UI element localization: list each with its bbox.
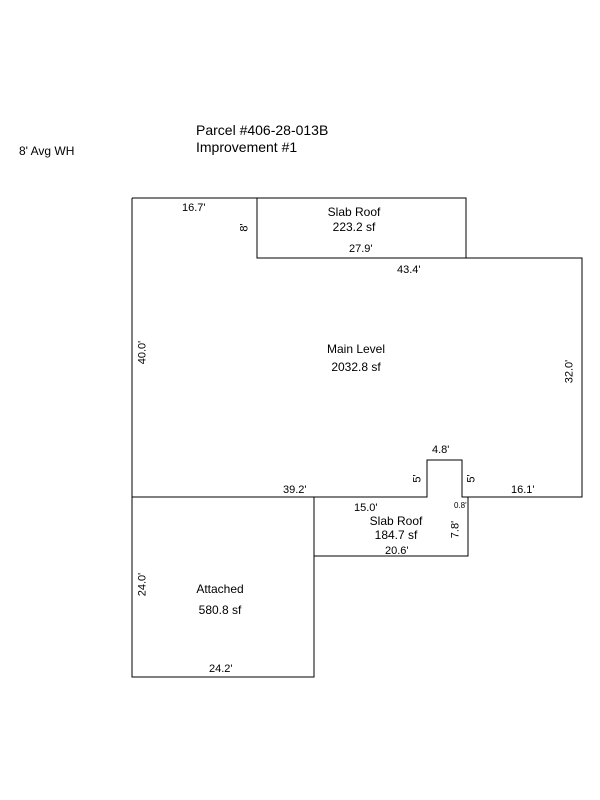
main-level-area: 2032.8 sf	[331, 360, 381, 374]
dim-top-left: 16.7'	[182, 202, 206, 214]
main-level-outline	[131, 197, 583, 498]
dim-main-top-right: 43.4'	[397, 264, 421, 276]
attached-outline	[131, 497, 315, 678]
dim-main-bottom-right: 16.1'	[511, 484, 535, 496]
improvement-title: Improvement #1	[196, 139, 298, 155]
dim-main-left: 40.0'	[136, 340, 149, 365]
attached-area: 580.8 sf	[198, 603, 242, 617]
dim-main-bottom-left: 39.2'	[283, 484, 307, 496]
slab-roof-top-area: 223.2 sf	[332, 220, 376, 234]
dim-slab-top-side: 8'	[238, 223, 251, 232]
dim-attached-bottom: 24.2'	[209, 663, 233, 675]
slab-roof-bottom-name: Slab Roof	[369, 514, 423, 528]
dim-notch-right: 5'	[465, 474, 478, 483]
dim-slab-bottom-bottom: 20.6'	[385, 545, 409, 557]
slab-roof-bottom-area: 184.7 sf	[374, 528, 418, 542]
slab-roof-top-outline	[257, 197, 467, 258]
dim-attached-left: 24.0'	[136, 572, 149, 597]
dim-main-right: 32.0'	[563, 359, 576, 384]
dim-slab-bottom-small: 0.8'	[454, 501, 467, 510]
wall-height-note: 8' Avg WH	[19, 144, 75, 158]
dim-slab-bottom-top: 15.0'	[354, 502, 378, 514]
dim-slab-bottom-side: 7.8'	[449, 520, 462, 539]
slab-roof-top-name: Slab Roof	[327, 205, 381, 219]
dim-notch-top: 4.8'	[432, 444, 450, 456]
dim-slab-top-bottom: 27.9'	[349, 243, 373, 255]
parcel-number: Parcel #406-28-013B	[196, 122, 329, 138]
attached-name: Attached	[196, 582, 244, 596]
main-level-name: Main Level	[326, 342, 386, 356]
dim-notch-left: 5'	[411, 474, 424, 483]
